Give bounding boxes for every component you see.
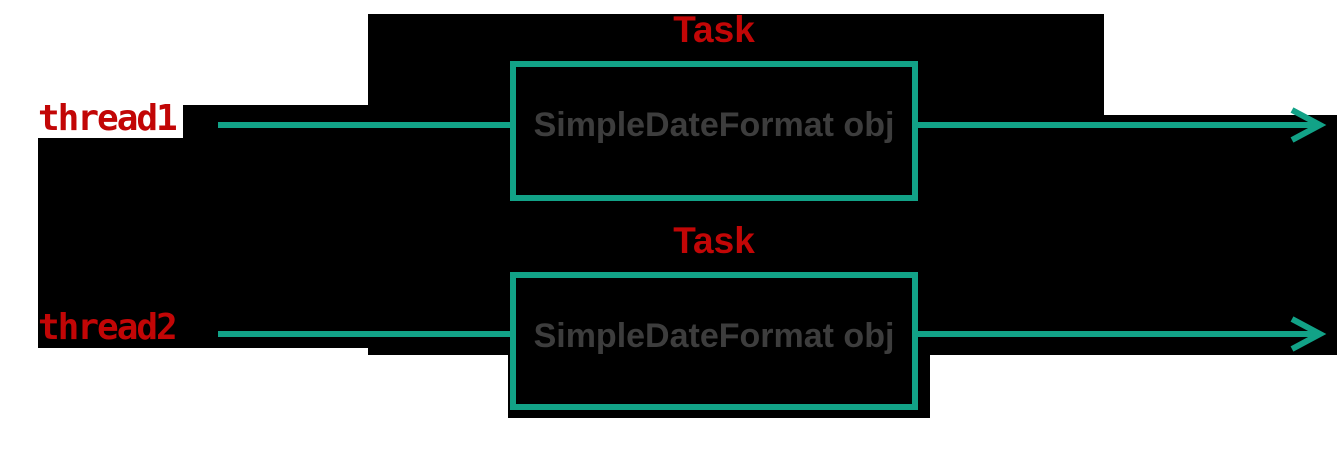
thread2-label: thread2 xyxy=(38,307,178,348)
task-label-1: Task xyxy=(673,9,755,50)
task-box-2 xyxy=(510,272,918,410)
thread1-label: thread1 xyxy=(38,98,178,139)
task-box-1 xyxy=(510,61,918,201)
black-region-left-middle xyxy=(183,105,368,138)
black-region-right-sliver xyxy=(1104,115,1337,138)
task-label-2: Task xyxy=(673,220,755,261)
object-label-2: SimpleDateFormat obj xyxy=(533,317,895,355)
object-label-1: SimpleDateFormat obj xyxy=(533,106,895,144)
